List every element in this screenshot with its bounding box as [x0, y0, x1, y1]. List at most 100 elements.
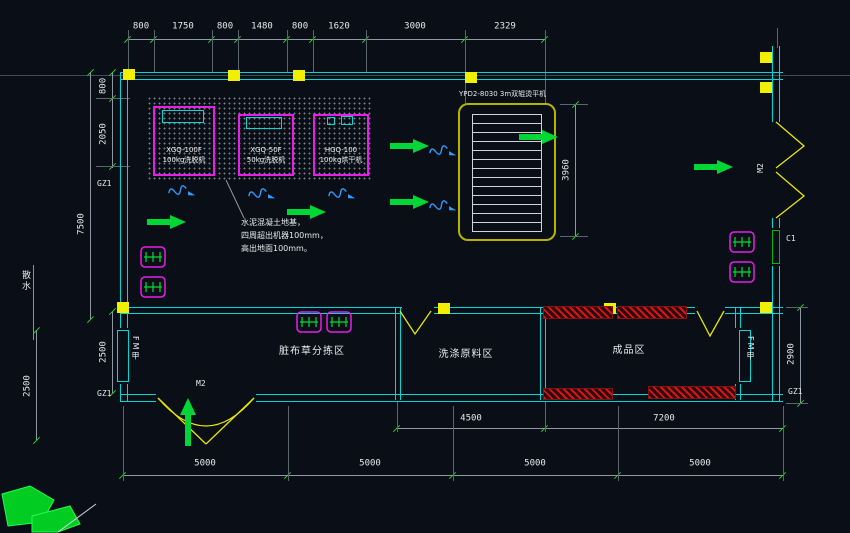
extension-line — [453, 406, 454, 481]
column-label-gz1: GZ1 — [788, 387, 803, 396]
extension-line — [783, 406, 784, 481]
column-marker — [465, 72, 477, 83]
door-opening-interior-1 — [402, 305, 434, 316]
drain-fixture-icon — [729, 231, 755, 253]
door-opening-interior-2 — [695, 305, 725, 316]
extension-line — [465, 30, 466, 103]
dim-text-right: 3960 — [561, 159, 572, 181]
leader-line — [225, 179, 245, 219]
extension-line — [288, 406, 289, 481]
dim-text-left: 2500 — [22, 375, 33, 397]
steam-squiggle-icon — [168, 185, 196, 196]
steam-squiggle-icon — [328, 188, 356, 199]
extension-line — [123, 406, 124, 481]
dim-text-top: 1480 — [251, 21, 273, 32]
door-label-m2: M2 — [196, 379, 206, 388]
note-line-3: 高出地面100mm。 — [241, 244, 312, 253]
extension-line — [313, 30, 314, 72]
extension-line — [777, 28, 778, 48]
washer2-spec: 50kg洗脱机 — [246, 156, 286, 164]
bench-hatch — [617, 306, 687, 319]
column-marker — [123, 69, 135, 80]
washer2-door — [246, 117, 282, 129]
extension-line — [786, 307, 808, 308]
dim-text-bottom: 7200 — [653, 413, 675, 424]
dim-text-bottom: 5000 — [194, 458, 216, 469]
wall-right — [772, 46, 780, 402]
landscape-greenery — [1, 485, 97, 533]
flow-arrow-right — [390, 139, 429, 153]
washer2-model: XGQ-50F — [250, 146, 282, 154]
extension-line — [545, 30, 546, 103]
dim-text-bottom: 5000 — [359, 458, 381, 469]
door-opening-left-fm — [118, 328, 130, 384]
grid-line-horizontal — [0, 75, 850, 76]
extension-line — [560, 104, 588, 105]
dim-text-left: 2500 — [98, 341, 109, 363]
concrete-base-note: 水泥混凝土地基， 四周超出机器100mm， 高出地面100mm。 — [241, 216, 328, 255]
bench-hatch — [648, 386, 736, 399]
flow-arrow-right — [287, 205, 326, 219]
dim-text-top: 3000 — [404, 21, 426, 32]
dim-text-top: 1750 — [172, 21, 194, 32]
flow-arrow-right — [390, 195, 429, 209]
room-label-sorting: 脏布草分拣区 — [279, 346, 345, 357]
dim-tick — [86, 315, 95, 324]
note-line-2: 四周超出机器100mm， — [241, 231, 328, 240]
dim-line-ironer — [575, 104, 576, 236]
drain-fixture-icon — [140, 246, 166, 268]
dim-text-top: 800 — [132, 21, 150, 32]
dim-text-top: 800 — [216, 21, 234, 32]
washer1-door — [162, 110, 204, 123]
wall-interior-vertical-1 — [395, 307, 401, 400]
flow-arrow-up — [180, 398, 196, 446]
washer2: XGQ-50F 50kg洗脱机 — [238, 114, 294, 176]
bench-hatch — [543, 306, 613, 319]
washer1-model: XGQ-100F — [166, 146, 202, 154]
flow-arrow-right — [519, 130, 558, 144]
column-marker — [117, 302, 129, 313]
window-c1 — [772, 230, 780, 264]
extension-line — [96, 98, 130, 99]
door-swing-m2-right — [775, 121, 806, 219]
dim-line-left-far — [36, 330, 37, 440]
extension-line — [212, 30, 213, 72]
door-swing-m2-bottom — [157, 397, 255, 445]
extension-line — [154, 30, 155, 72]
dim-tick — [32, 436, 41, 445]
door-label-m2: M2 — [756, 163, 765, 173]
ironer-label: YPD2-8030 3m双辊烫平机 — [459, 90, 547, 98]
extension-line — [786, 403, 808, 404]
extension-line — [545, 402, 546, 432]
dryer: HGQ-100 100kg烘干机 — [313, 114, 369, 176]
extension-line — [397, 402, 398, 432]
door-opening-right-fm — [733, 328, 743, 384]
apron-label: 散水 — [20, 270, 30, 292]
extension-line — [238, 30, 239, 72]
dim-line-left-outer — [90, 72, 91, 319]
note-line-1: 水泥混凝土地基， — [241, 218, 305, 227]
drain-fixture-icon — [140, 276, 166, 298]
window-label-c1: C1 — [786, 234, 796, 243]
apron-line — [33, 265, 34, 340]
column-label-gz1: GZ1 — [97, 389, 112, 398]
extension-line — [618, 406, 619, 481]
dim-text-left: 800 — [98, 77, 109, 95]
dim-line-bottom-inner — [397, 428, 783, 429]
bench-hatch — [543, 388, 613, 400]
dim-text-bottom: 4500 — [460, 413, 482, 424]
steam-squiggle-icon — [248, 188, 276, 199]
room-label-finished: 成品区 — [612, 345, 646, 356]
dim-line-room — [800, 307, 801, 403]
washer1: XGQ-100F 100kg洗脱机 — [153, 106, 215, 176]
dryer-vent — [341, 116, 353, 125]
door-swing-interior-2 — [696, 310, 725, 338]
wall-interior-horizontal — [120, 307, 783, 314]
steam-squiggle-icon — [429, 145, 457, 156]
door-swing-interior-1 — [399, 310, 432, 336]
column-marker — [438, 303, 450, 314]
drain-fixture-icon — [296, 311, 322, 333]
extension-line — [366, 30, 367, 72]
dim-text-top: 800 — [291, 21, 309, 32]
